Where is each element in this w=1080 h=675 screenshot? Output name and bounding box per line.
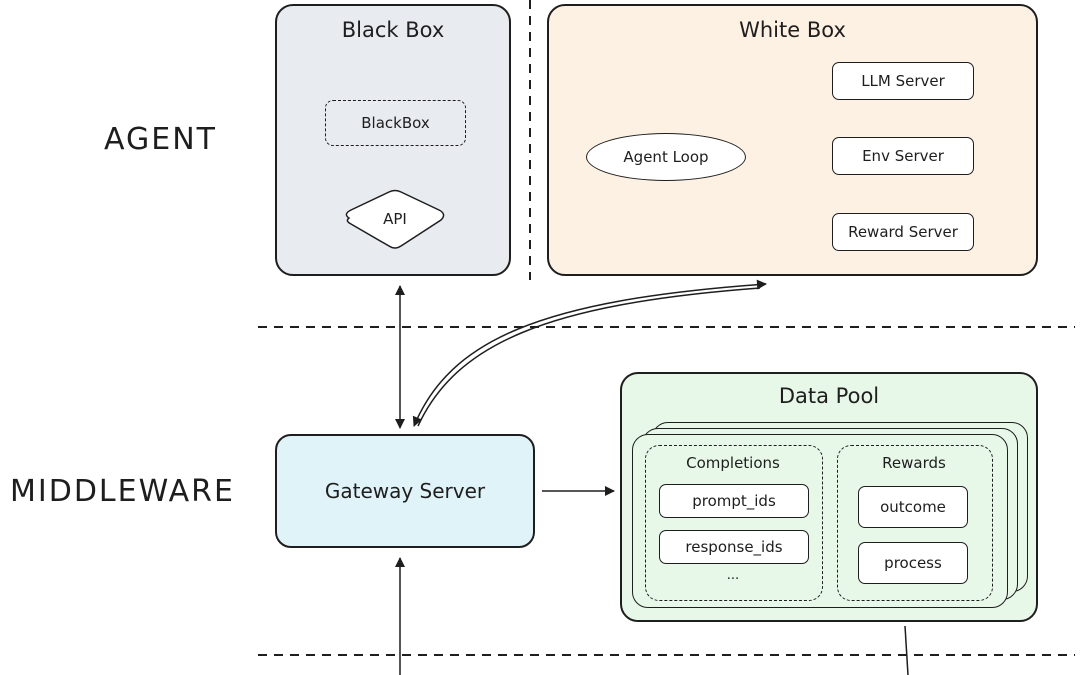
- data-pool-panel: Data Pool Completions prompt_ids respons…: [620, 372, 1038, 622]
- middleware-layer-label: MIDDLEWARE: [10, 474, 235, 509]
- reward-server-node: Reward Server: [832, 213, 974, 251]
- api-label: API: [383, 210, 407, 228]
- white-box-title: White Box: [739, 18, 846, 42]
- data-pool-stack-front: Completions prompt_ids response_ids ... …: [632, 434, 1008, 608]
- gateway-server-label: Gateway Server: [324, 479, 486, 503]
- completions-group: Completions prompt_ids response_ids ...: [645, 445, 823, 601]
- api-node: API: [329, 188, 461, 252]
- prompt-ids-node: prompt_ids: [659, 484, 809, 518]
- arrow-whitebox-gateway: [412, 279, 767, 427]
- blackbox-node: BlackBox: [325, 100, 466, 146]
- response-ids-node: response_ids: [659, 530, 809, 564]
- line-datapool-down: [904, 625, 909, 675]
- completions-more: ...: [726, 568, 740, 583]
- env-server-node: Env Server: [832, 137, 974, 175]
- rewards-group: Rewards outcome process: [837, 445, 993, 601]
- completions-title: Completions: [686, 454, 780, 472]
- agent-loop-label: Agent Loop: [623, 148, 709, 166]
- outcome-node: outcome: [858, 486, 968, 528]
- data-pool-title: Data Pool: [778, 384, 880, 408]
- gateway-server-node: Gateway Server: [275, 434, 535, 548]
- rewards-title: Rewards: [882, 454, 946, 472]
- black-box-panel: Black Box BlackBox API: [275, 4, 511, 276]
- arrow-whitebox-gateway-2: [417, 287, 761, 427]
- white-box-panel: White Box Agent Loop LLM Server Env Serv…: [547, 4, 1038, 276]
- process-node: process: [858, 542, 968, 584]
- llm-server-node: LLM Server: [832, 62, 974, 100]
- api-diamond-shape: [345, 189, 445, 249]
- blackbox-node-label: BlackBox: [361, 114, 430, 132]
- black-box-title: Black Box: [341, 18, 445, 42]
- agent-loop-node: Agent Loop: [586, 133, 746, 181]
- agent-layer-label: AGENT: [104, 122, 217, 157]
